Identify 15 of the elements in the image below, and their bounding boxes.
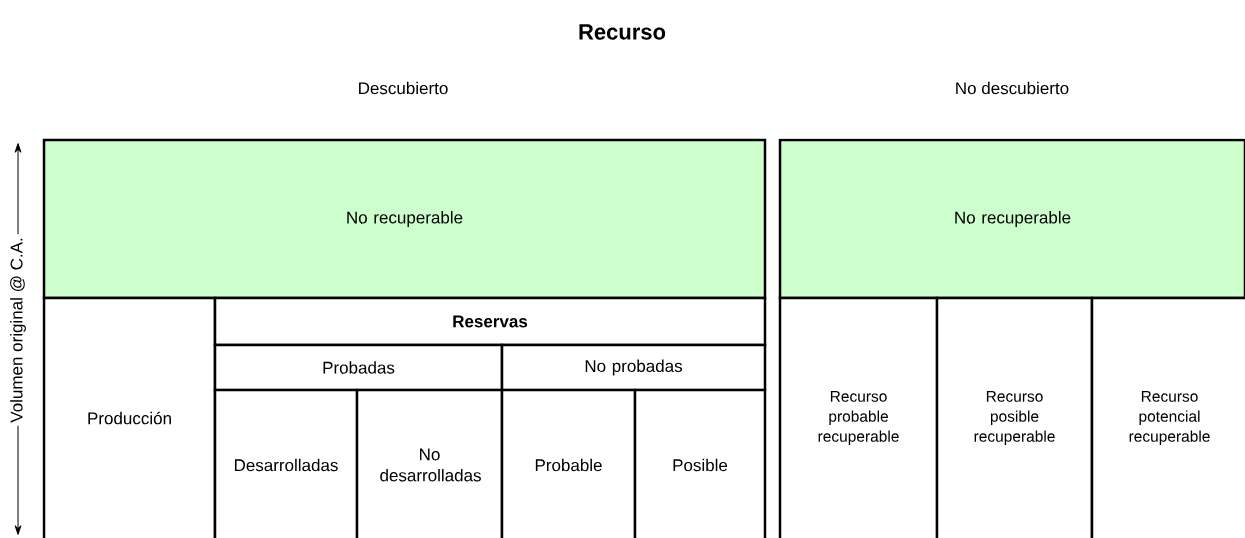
category-cell: No desarrolladas bbox=[355, 388, 504, 538]
category-cell: Recurso posible recuperable bbox=[935, 296, 1094, 538]
category-cell: Probable bbox=[500, 388, 637, 538]
column-heading: No descubierto bbox=[956, 81, 1069, 95]
category-cell: No recuperable bbox=[778, 138, 1245, 300]
category-cell: Probadas bbox=[213, 343, 504, 392]
category-cell: Recurso potencial recuperable bbox=[1090, 296, 1245, 538]
category-cell: Recurso probable recuperable bbox=[778, 296, 939, 538]
title: Recurso bbox=[579, 24, 666, 40]
category-cell: No probadas bbox=[500, 343, 767, 392]
column-heading: Descubierto bbox=[359, 81, 448, 95]
category-cell: No recuperable bbox=[42, 138, 767, 300]
category-cell: Posible bbox=[633, 388, 767, 538]
category-cell: Desarrolladas bbox=[213, 388, 359, 538]
axis-label: Volumen original @ C.A. bbox=[7, 234, 29, 426]
